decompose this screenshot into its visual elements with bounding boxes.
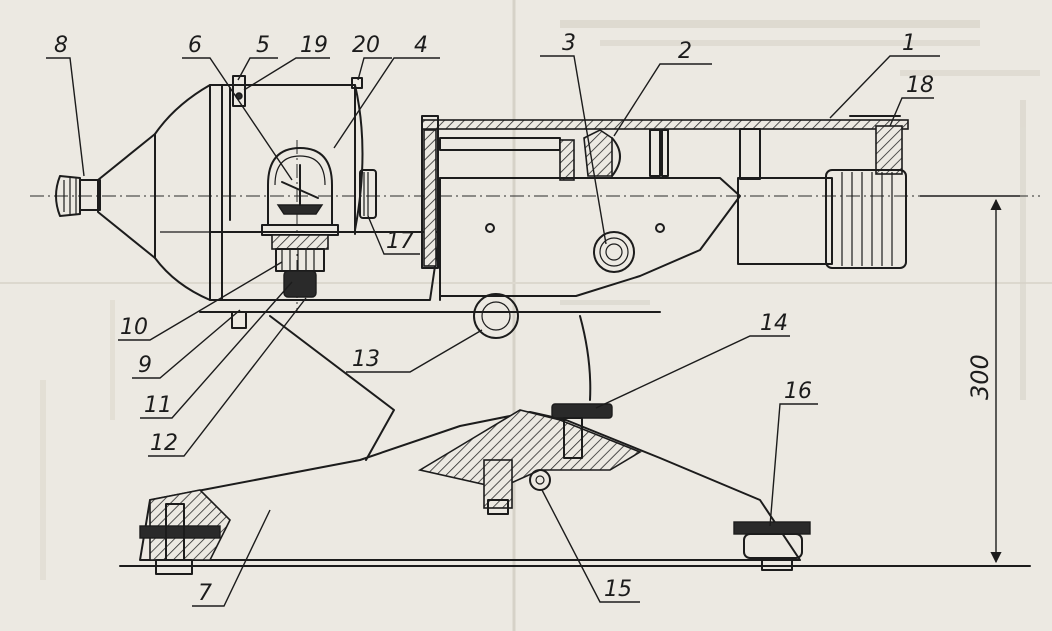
callout-12: 12: [150, 431, 178, 456]
micrometer-head: [231, 147, 339, 329]
callout-19: 19: [300, 33, 328, 58]
height-dimension: 300: [920, 195, 1020, 564]
callout-3: 3: [562, 31, 576, 56]
callout-7: 7: [198, 581, 212, 606]
body-housing: [160, 75, 441, 301]
callout-2: 2: [678, 39, 692, 64]
callout-4: 4: [414, 33, 428, 58]
callout-11: 11: [144, 393, 172, 418]
callout-10: 10: [120, 315, 148, 340]
callout-13: 13: [352, 347, 380, 372]
eyepiece-assembly: [55, 84, 211, 301]
telescope-tube: [421, 115, 909, 269]
callout-14: 14: [760, 311, 788, 336]
callout-15: 15: [604, 577, 632, 602]
callout-16: 16: [784, 379, 812, 404]
callout-6: 6: [188, 33, 202, 58]
callout-9: 9: [138, 353, 152, 378]
callout-18: 18: [906, 73, 934, 98]
dimension-label: 300: [966, 354, 994, 400]
callouts: 1 2 3 4 5 6 7 8 9 10 11 12 13: [46, 31, 940, 607]
upper-carriage: [439, 177, 741, 301]
callout-5: 5: [256, 33, 270, 58]
callout-20: 20: [352, 33, 380, 58]
callout-17: 17: [386, 229, 414, 254]
callout-8: 8: [54, 33, 68, 58]
column-stand: [199, 293, 661, 461]
base-plate: [119, 403, 1031, 575]
callout-1: 1: [902, 31, 916, 56]
